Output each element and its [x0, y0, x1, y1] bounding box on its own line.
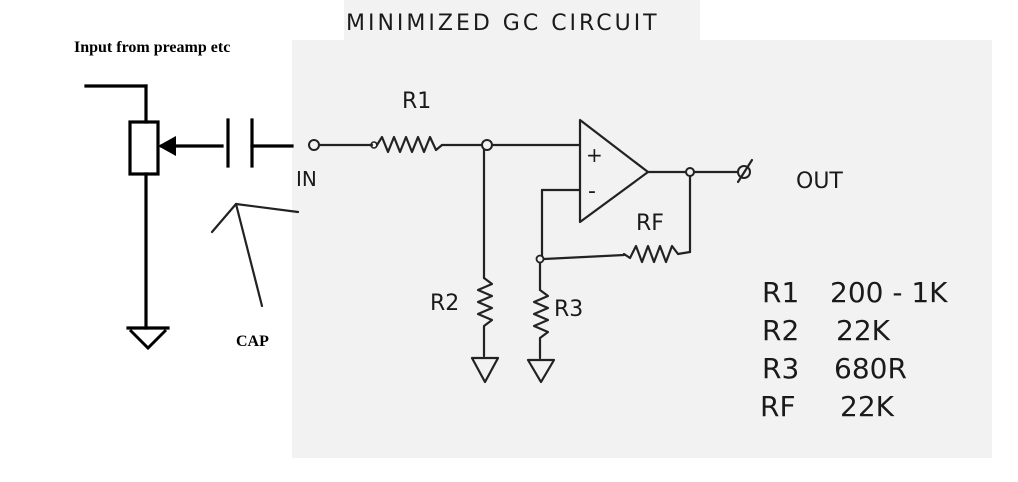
values-row-value: 22K: [836, 314, 891, 347]
paper-sheet-top: [344, 0, 700, 42]
resistor-rf: [622, 244, 692, 264]
r3-label: R3: [554, 297, 583, 322]
rf-label: RF: [636, 211, 664, 236]
ground-symbol-r3: [526, 358, 556, 384]
coupling-capacitor: [226, 118, 294, 168]
opamp-plus: +: [586, 143, 603, 167]
ground-symbol-left: [126, 326, 170, 351]
wire-rf-node: [542, 253, 626, 261]
junction-node-feedback: [535, 254, 545, 264]
in-terminal: [308, 139, 320, 151]
out-terminal: [736, 158, 754, 184]
values-row-value: 200 - 1K: [830, 276, 948, 309]
cap-pointer: [210, 202, 300, 308]
opamp-minus: -: [588, 179, 596, 204]
junction-node-output: [685, 167, 695, 177]
junction-node-input: [481, 139, 493, 151]
values-row-name: R1: [762, 276, 799, 309]
values-row-name: RF: [760, 390, 796, 423]
resistor-r2: [476, 276, 494, 358]
values-row-name: R2: [762, 314, 799, 347]
resistor-r1: [370, 135, 444, 154]
ground-symbol-r2: [470, 356, 500, 384]
values-table: R1 200 - 1K R2 22K R3 680R RF 22K: [760, 276, 948, 423]
diagram-title: MINIMIZED GC CIRCUIT: [346, 11, 660, 36]
potentiometer: [84, 84, 224, 330]
values-row-value: 680R: [834, 352, 907, 385]
paper-sheet: [292, 40, 992, 458]
r1-label: R1: [402, 89, 431, 114]
opamp: [578, 118, 650, 224]
values-row-name: R3: [762, 352, 799, 385]
r2-label: R2: [430, 291, 459, 316]
out-label: OUT: [796, 169, 843, 194]
input-label: Input from preamp etc: [74, 39, 230, 56]
in-label: IN: [296, 167, 317, 191]
resistor-r3: [532, 288, 550, 360]
values-row-value: 22K: [840, 390, 895, 423]
cap-label: CAP: [236, 333, 269, 350]
